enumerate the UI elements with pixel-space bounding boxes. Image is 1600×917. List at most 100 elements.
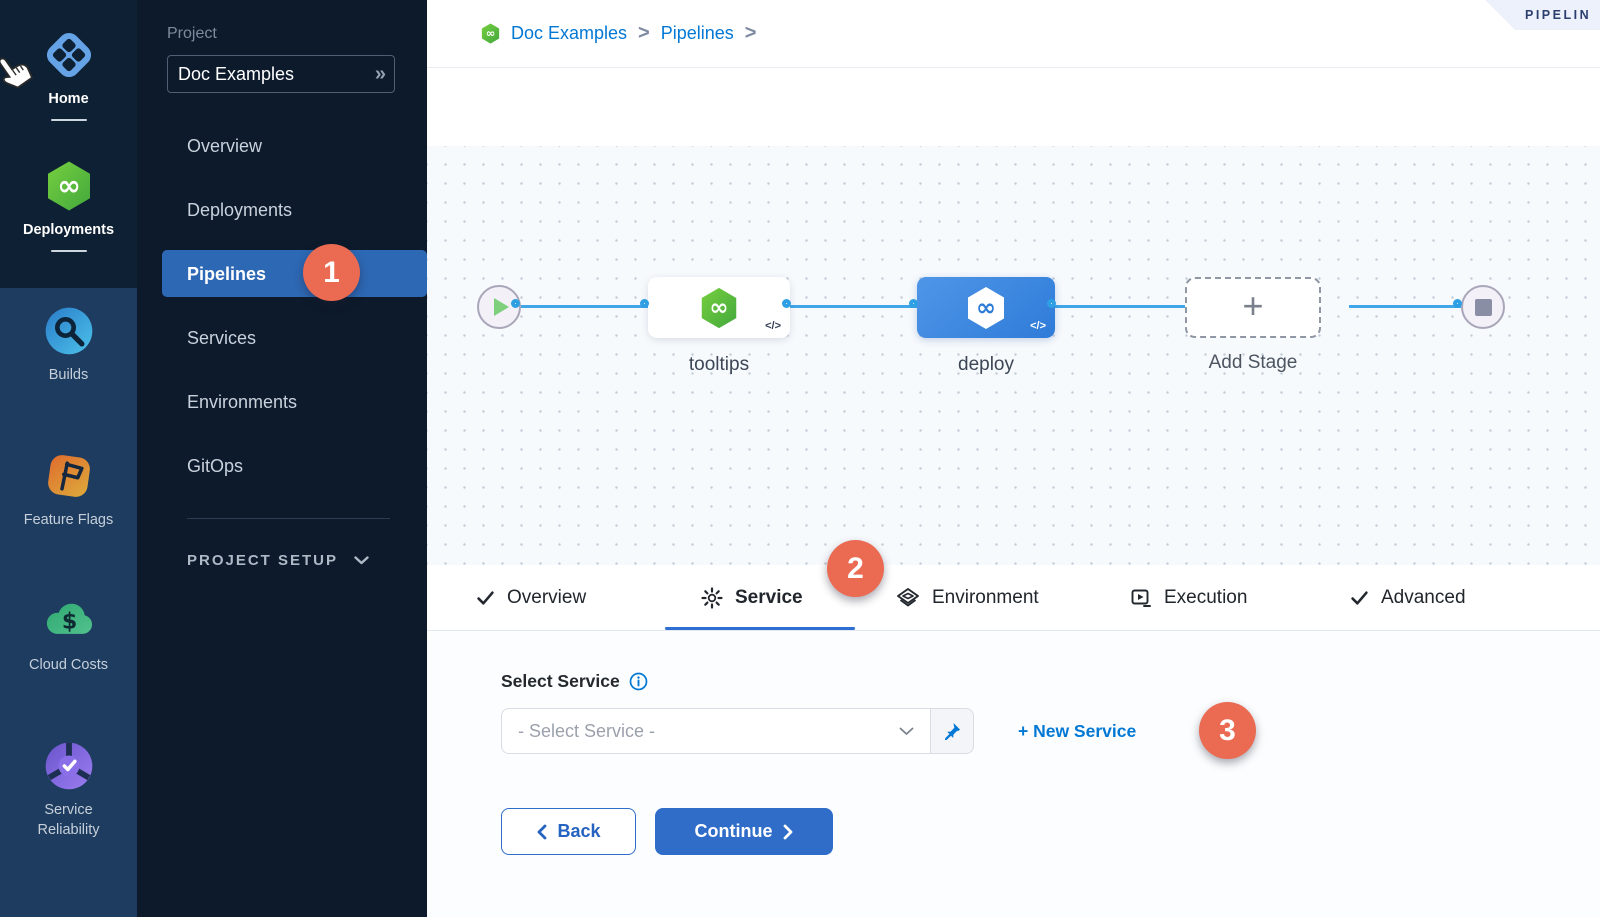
service-tab-content: Select Service - Select Service - xyxy=(427,631,1600,917)
annotation-step-1: 1 xyxy=(303,244,360,301)
select-service-label-text: Select Service xyxy=(501,671,620,691)
sidebar-item-service-reliability[interactable]: Service Reliability xyxy=(0,738,137,840)
plus-icon: + xyxy=(1242,284,1264,326)
nav-active-highlight xyxy=(162,250,427,297)
check-icon xyxy=(477,591,494,605)
annotation-step-2: 2 xyxy=(827,540,884,597)
page-header: Help Panel 1 VISUAL xyxy=(427,68,1600,189)
pipeline-connector xyxy=(1055,305,1185,308)
check-icon xyxy=(1351,591,1368,605)
pin-icon xyxy=(945,723,960,740)
tab-label: Overview xyxy=(507,587,587,608)
new-service-button[interactable]: + New Service xyxy=(1018,708,1136,754)
sidebar-divider xyxy=(187,518,390,519)
svg-text:$: $ xyxy=(61,609,76,635)
mouse-cursor-hand xyxy=(0,57,33,89)
project-setup-label: PROJECT SETUP xyxy=(187,552,339,569)
sidebar-item-feature-flags[interactable]: Feature Flags xyxy=(0,448,137,531)
harness-home-icon xyxy=(41,27,97,83)
expand-icon[interactable]: » xyxy=(374,62,386,85)
sidebar-item-builds[interactable]: Builds xyxy=(0,303,137,386)
feature-flags-icon xyxy=(41,448,97,504)
chevron-down-icon xyxy=(354,556,369,565)
annotation-step-3: 3 xyxy=(1199,702,1256,759)
new-service-label: + New Service xyxy=(1018,720,1137,741)
sidebar-item-deployments[interactable]: ∞ Deployments xyxy=(0,158,137,252)
connector-port[interactable] xyxy=(1453,299,1462,308)
sidebar-item-label: Home xyxy=(48,91,89,107)
project-sidebar: Project Doc Examples » Overview Deployme… xyxy=(137,0,427,917)
pipeline-connector xyxy=(1349,305,1461,308)
deployments-icon: ∞ xyxy=(41,158,97,214)
back-button[interactable]: Back xyxy=(501,808,636,855)
module-active-underline xyxy=(50,249,87,252)
stage-label: tooltips xyxy=(688,354,750,375)
sidebar-item-label: Service Reliability xyxy=(37,802,100,838)
breadcrumb-link-project[interactable]: Doc Examples xyxy=(511,23,628,43)
tab-service[interactable]: Service xyxy=(701,565,803,631)
tab-overview[interactable]: Overview xyxy=(476,565,586,631)
sidebar-item-label: Deployments xyxy=(22,222,115,238)
pipeline-end-node[interactable] xyxy=(1461,285,1505,329)
service-select-placeholder: - Select Service - xyxy=(518,720,656,741)
pin-service-button[interactable] xyxy=(931,708,974,754)
add-stage-button[interactable]: + xyxy=(1185,277,1321,338)
project-section-label: Project xyxy=(167,25,217,42)
nav-item-environments[interactable]: Environments xyxy=(187,391,298,412)
breadcrumb: ∞ Doc Examples > Pipelines > xyxy=(427,0,1600,68)
stage-tabbar: Overview Service xyxy=(427,565,1600,631)
module-sidebar: Home ∞ Deployments Builds xyxy=(0,0,137,917)
nav-item-gitops[interactable]: GitOps xyxy=(187,455,244,476)
tab-label: Environment xyxy=(932,587,1039,608)
project-setup-toggle[interactable]: PROJECT SETUP xyxy=(187,552,369,569)
stage-label: deploy xyxy=(958,354,1014,375)
stage-card-deploy-selected[interactable]: ∞ </> xyxy=(917,277,1055,338)
layers-icon xyxy=(897,588,919,607)
connector-port[interactable] xyxy=(1047,299,1056,308)
connector-port[interactable] xyxy=(782,299,791,308)
nav-item-deployments[interactable]: Deployments xyxy=(187,199,293,220)
connector-port[interactable] xyxy=(511,299,520,308)
code-view-icon: </> xyxy=(1030,320,1046,332)
tab-label: Advanced xyxy=(1381,587,1466,608)
gear-icon xyxy=(701,587,723,609)
harness-project-icon: ∞ xyxy=(481,23,500,44)
service-select-dropdown[interactable]: - Select Service - xyxy=(501,708,931,754)
code-view-icon: </> xyxy=(765,320,781,332)
continue-button[interactable]: Continue xyxy=(655,808,833,855)
chevron-down-icon xyxy=(899,727,914,735)
chevron-right-icon xyxy=(783,824,792,839)
connector-port[interactable] xyxy=(909,299,918,308)
sidebar-item-home[interactable]: Home xyxy=(0,27,137,121)
info-icon[interactable] xyxy=(629,672,648,691)
add-stage-label: Add Stage xyxy=(1208,352,1298,373)
svg-text:∞: ∞ xyxy=(976,293,996,321)
cloud-costs-icon: $ xyxy=(41,593,97,649)
stop-icon xyxy=(1474,298,1492,316)
stage-card-tooltips[interactable]: ∞ </> xyxy=(648,277,790,338)
continue-button-label: Continue xyxy=(694,821,773,841)
tab-advanced[interactable]: Advanced xyxy=(1350,565,1466,631)
service-reliability-icon xyxy=(41,738,97,794)
nav-item-services[interactable]: Services xyxy=(187,327,257,348)
svg-text:∞: ∞ xyxy=(57,169,80,202)
nav-item-pipelines[interactable]: Pipelines xyxy=(187,263,267,284)
sidebar-item-label: Cloud Costs xyxy=(29,657,108,673)
active-tab-underline xyxy=(665,627,855,630)
nav-item-overview[interactable]: Overview xyxy=(187,135,263,156)
back-button-label: Back xyxy=(557,821,601,841)
tab-label: Service xyxy=(735,587,803,608)
module-active-underline xyxy=(50,118,87,121)
connector-port[interactable] xyxy=(640,299,649,308)
tab-environment[interactable]: Environment xyxy=(896,565,1039,631)
project-selector[interactable]: Doc Examples » xyxy=(167,55,395,93)
tab-execution[interactable]: Execution xyxy=(1131,565,1247,631)
select-service-label: Select Service xyxy=(501,671,648,692)
tab-label: Execution xyxy=(1164,587,1248,608)
pipeline-canvas[interactable]: ∞ </> tooltips ∞ </> deploy + Add Stage xyxy=(427,146,1600,565)
sidebar-item-label: Feature Flags xyxy=(23,512,114,528)
harness-stage-icon: ∞ xyxy=(968,286,1004,329)
breadcrumb-link-pipelines[interactable]: Pipelines xyxy=(660,23,734,43)
sidebar-item-cloud-costs[interactable]: $ Cloud Costs xyxy=(0,593,137,676)
